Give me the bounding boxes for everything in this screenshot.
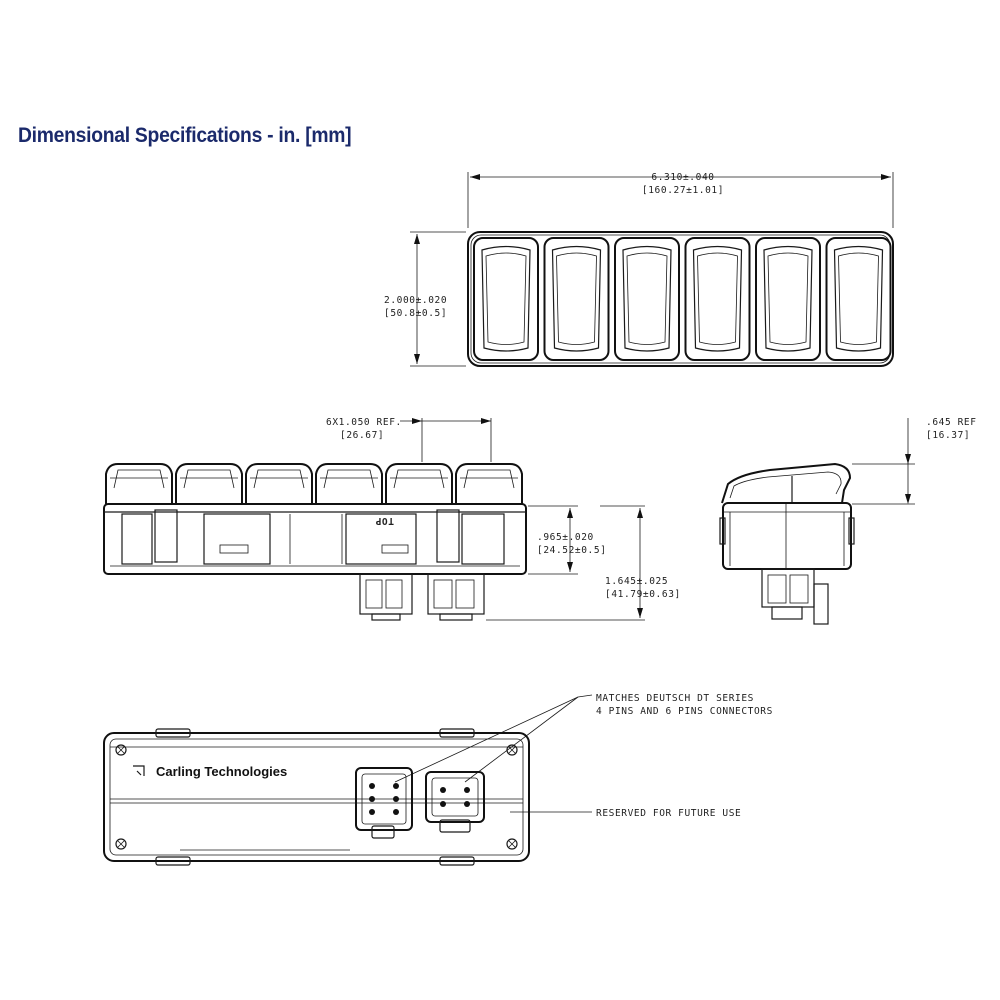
top-mark: TOP [375,515,394,526]
top-view: 6X1.050 REF. [26.67] TOP [103,417,681,621]
rocker-cap [175,463,243,504]
depth-body-mm: [24.52±0.5] [537,545,607,556]
side-view: .645 REF [16.37] [719,417,977,625]
connector-pin [369,783,375,789]
pitch-mm: [26.67] [340,430,384,441]
height-in: 2.000±.020 [384,295,447,306]
rocker-switch [473,237,539,361]
depth-total-mm: [41.79±0.63] [605,589,681,600]
brand-logo: Carling Technologies [156,764,287,779]
note-connectors-line1: MATCHES DEUTSCH DT SERIES [596,693,754,704]
rocker-switch [543,237,610,361]
rocker-cap [385,463,453,504]
connector-pin [369,796,375,802]
rocker-cap [315,463,383,504]
bottom-view: MATCHES DEUTSCH DT SERIES 4 PINS AND 6 P… [103,693,773,866]
side-ref-mm: [16.37] [926,430,970,441]
connector-pin [440,801,446,807]
overall-width-in: 6.310±.040 [651,172,714,183]
rocker-switch [825,237,892,361]
screw [506,838,518,850]
connector-pin [393,783,399,789]
depth-body-in: .965±.020 [537,532,594,543]
note-reserved: RESERVED FOR FUTURE USE [596,808,741,819]
connector-pin [464,787,470,793]
screw [115,838,127,850]
screw [115,744,127,756]
page-title: Dimensional Specifications - in. [mm] [18,124,352,147]
front-view: 6.310±.040 [160.27±1.01] 2.000±.020 [50.… [384,172,894,367]
rocker-switch [755,237,821,361]
rocker-cap [245,463,313,504]
rocker-switch [614,237,680,361]
note-connectors-line2: 4 PINS AND 6 PINS CONNECTORS [596,706,773,717]
overall-width-mm: [160.27±1.01] [642,185,724,196]
depth-total-in: 1.645±.025 [605,576,668,587]
connector-pin [464,801,470,807]
connector-pin [393,796,399,802]
rocker-cap [455,463,523,504]
side-ref-in: .645 REF [926,417,977,428]
connector-pin [440,787,446,793]
height-mm: [50.8±0.5] [384,308,447,319]
screw [506,744,518,756]
connector-pin [369,809,375,815]
rocker-switch [684,237,751,361]
pitch-in: 6X1.050 REF. [326,417,402,428]
rocker-cap [105,463,173,504]
connector-pin [393,809,399,815]
